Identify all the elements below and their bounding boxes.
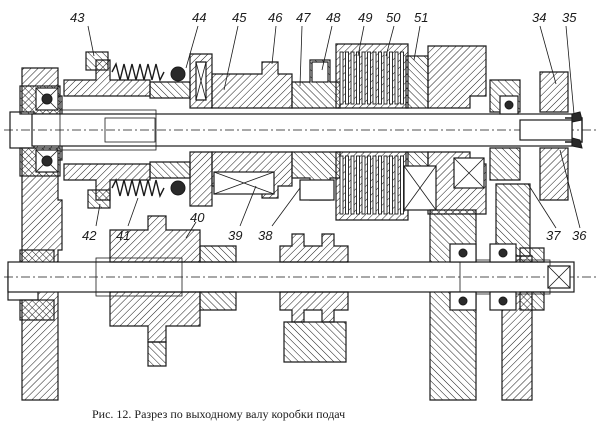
friction-disc: [389, 155, 393, 215]
friction-disc: [378, 51, 382, 105]
friction-disc: [389, 51, 393, 105]
friction-disc: [339, 155, 344, 215]
friction-disc: [350, 51, 355, 105]
upper-output-shaft: [4, 109, 596, 151]
friction-disc: [378, 155, 382, 215]
label-43: 43: [70, 10, 85, 25]
friction-disc: [356, 51, 360, 105]
friction-disc: [383, 51, 388, 105]
friction-disc: [361, 155, 366, 215]
label-34: 34: [532, 10, 546, 25]
lower-right-bearings: [449, 243, 545, 311]
label-37: 37: [546, 228, 561, 243]
friction-disc: [361, 51, 366, 105]
label-46: 46: [268, 10, 283, 25]
label-35: 35: [562, 10, 577, 25]
label-45: 45: [232, 10, 247, 25]
friction-disc: [394, 155, 399, 215]
friction-disc: [367, 51, 371, 105]
friction-disc: [372, 155, 377, 215]
label-40: 40: [190, 210, 205, 225]
friction-clutch-pack: [335, 43, 429, 221]
friction-disc: [345, 155, 349, 215]
friction-disc: [345, 51, 349, 105]
friction-disc: [350, 155, 355, 215]
leader-lines: [87, 25, 581, 239]
friction-disc: [356, 155, 360, 215]
friction-disc: [383, 155, 388, 215]
lower-gear-38: [279, 233, 349, 363]
friction-disc: [400, 51, 404, 105]
label-36: 36: [572, 228, 587, 243]
friction-disc: [367, 155, 371, 215]
friction-disc: [394, 51, 399, 105]
friction-disc: [339, 51, 344, 105]
upper-left-bearing: [35, 87, 59, 173]
figure-caption: Рис. 12. Разрез по выходному валу коробк…: [92, 407, 345, 421]
gear-47-48: [291, 59, 341, 201]
label-38: 38: [258, 228, 273, 243]
friction-disc: [400, 155, 404, 215]
safety-clutch-assembly: [63, 51, 213, 209]
label-49: 49: [358, 10, 372, 25]
label-47: 47: [296, 10, 311, 25]
label-39: 39: [228, 228, 242, 243]
label-44: 44: [192, 10, 206, 25]
label-48: 48: [326, 10, 341, 25]
gear-hub-45-46: [211, 61, 293, 199]
friction-disc: [372, 51, 377, 105]
label-42: 42: [82, 228, 97, 243]
label-41: 41: [116, 228, 130, 243]
lower-gear-40: [109, 215, 237, 367]
part-labels: 43 44 45 46 47 48 49 50 51 34 35 42 41 4…: [70, 10, 587, 243]
lower-shaft: [4, 257, 596, 297]
right-bearing-block: [403, 45, 487, 215]
label-50: 50: [386, 10, 401, 25]
label-51: 51: [414, 10, 428, 25]
